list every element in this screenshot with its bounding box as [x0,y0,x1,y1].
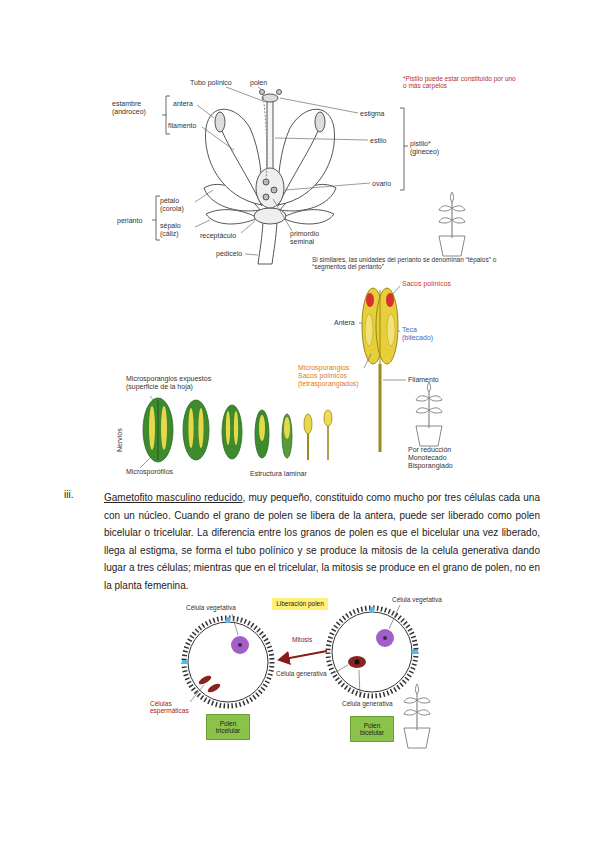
plant-icon [416,382,442,446]
plant-icon [404,684,430,748]
label-box: Polen tricelular [206,714,250,740]
group-label: estambre (androceo) [112,100,158,116]
part-label: sépalo (cáliz) [160,222,194,238]
label-position: Antera [334,319,355,327]
part-label: Estructura laminar [250,470,307,478]
pollen-grain-tricellular [182,617,272,706]
label-position: filamento [168,122,196,130]
label-position: sépalo (cáliz) [160,222,194,238]
plant-icon [439,192,465,256]
label-position: Célula vegetativa [392,596,442,603]
leader-lines [152,87,408,255]
part-label: Sacos polínicos [402,280,451,288]
leaf-series [143,398,332,462]
part-label: receptáculo [200,232,236,240]
part-label: Microsporangios expuestos (superficie de… [126,375,238,391]
part-label: Teca (bitecado) [402,326,444,342]
part-label: Microsporangios Sacos polínicos (tetrasp… [298,364,362,388]
label-position: pistilo* (gineceo) [410,140,448,156]
label-position: polen [250,79,267,87]
label-position: Célula vegetativa [186,604,236,611]
label-position: receptáculo [200,232,236,240]
part-label: Células espermáticas [150,700,190,715]
part-label: Filamento [408,376,439,384]
body-text: , muy pequeño, constituido como mucho po… [104,492,540,591]
part-label: Célula vegetativa [392,596,442,603]
part-label: ovario [372,180,391,188]
part-label: Célula generativa [276,670,327,677]
label-position: antera [173,100,193,108]
label-position: Monotecado [408,454,447,462]
part-label: Antera [334,319,355,327]
label-position: perianto [117,217,142,225]
note: Bisporangiado [408,462,453,470]
part-label: estigma [360,110,385,118]
part-label: estilo [370,137,386,145]
label-position: *Pistilo puede estar constituido por uno… [403,75,518,90]
part-label: Célula generativa [342,700,393,707]
label-position: Teca (bitecado) [402,326,444,342]
label-position: pedicelo [216,250,242,258]
label-position: Microsporangios Sacos polínicos (tetrasp… [298,364,362,388]
note: Por reducción [408,446,451,454]
label-position: Por reducción [408,446,451,454]
part-label: polen [250,79,267,87]
pollen-grain-bicellular [328,607,418,696]
note: Monotecado [408,454,447,462]
label-position: Microsporangios expuestos (superficie de… [126,375,238,391]
box-text: Polen tricelular [210,720,246,735]
list-marker: iii. [64,489,73,501]
label-position: estambre (androceo) [112,100,158,116]
part-label: antera [173,100,193,108]
part-label: Microsporófilos [126,468,173,476]
label-position: ovario [372,180,391,188]
process-label: Mitosis [292,636,312,643]
box-text: Polen bicelular [354,722,390,737]
stamen-drawing [362,288,398,452]
label-position: primordio seminal [290,230,336,246]
label-position: Sacos polínicos [402,280,451,288]
label-position: Mitosis [292,636,312,643]
highlight-box: Liberación polen [272,598,328,610]
label-box: Polen bicelular [350,716,394,742]
label-position: Células espermáticas [150,700,190,715]
part-label: primordio seminal [290,230,336,246]
label-position: Célula generativa [276,670,327,677]
part-label: pétalo (corola) [160,197,194,213]
label-position: estilo [370,137,386,145]
part-label: Célula vegetativa [186,604,236,611]
label-position: Bisporangiado [408,462,453,470]
label-position: Si similares, las unidades del perianto … [312,256,517,271]
label-position: iii. [64,489,73,501]
label-position: Tubo polínico [190,79,232,87]
leader-lines [190,605,400,702]
box-text: Liberación polen [276,600,324,607]
group-label: perianto [117,217,142,225]
note: *Pistilo puede estar constituido por uno… [403,75,518,90]
label-position: estigma [360,110,385,118]
label-position: pétalo (corola) [160,197,194,213]
part-label: Nervios [116,428,124,452]
mitosis-arrow [279,651,327,660]
label-position: Célula generativa [342,700,393,707]
label-position: Estructura laminar [250,470,307,478]
group-label: pistilo* (gineceo) [410,140,448,156]
note: Si similares, las unidades del perianto … [312,256,517,271]
label-position: Nervios [116,428,124,452]
label-position: Filamento [408,376,439,384]
underlined-term: Gametofito masculino reducido [104,492,243,503]
part-label: filamento [168,122,196,130]
part-label: pedicelo [216,250,242,258]
label-position: Microsporófilos [126,468,173,476]
paragraph-block: Gametofito masculino reducido, muy peque… [104,489,540,594]
part-label: Tubo polínico [190,79,232,87]
